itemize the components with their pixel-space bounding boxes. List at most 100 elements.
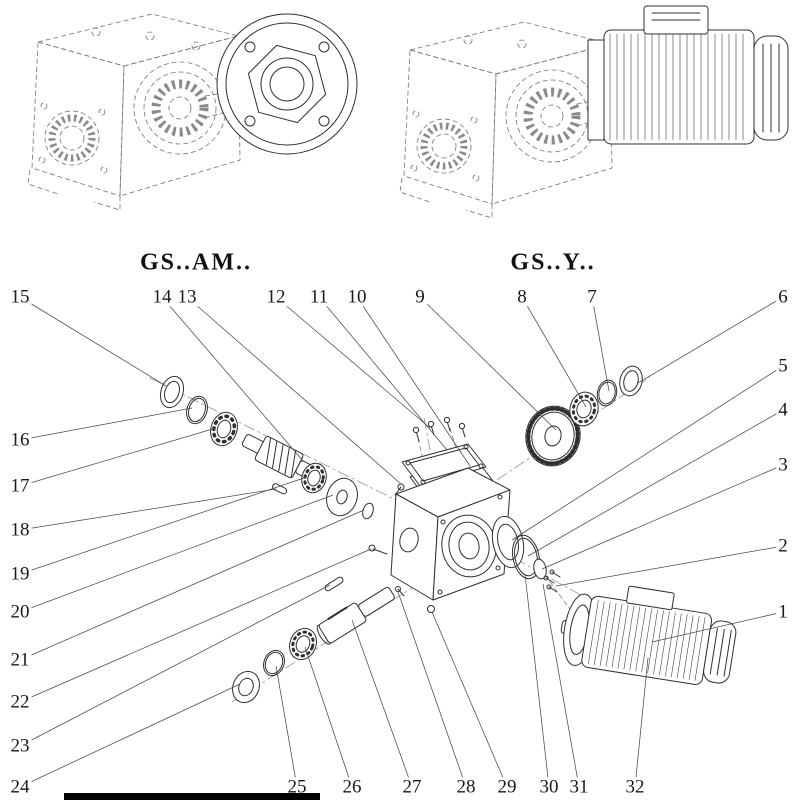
- leader-line-15: [19, 296, 167, 387]
- part-number-16: 16: [8, 429, 32, 451]
- part-number-24: 24: [8, 776, 32, 798]
- part-number-27: 27: [400, 776, 424, 798]
- leader-line-6: [637, 296, 784, 384]
- part-number-15: 15: [8, 286, 32, 308]
- leader-line-13: [186, 296, 402, 485]
- leader-line-9: [419, 296, 557, 431]
- input-spline-icon: [151, 79, 209, 137]
- leader-line-17: [19, 427, 217, 487]
- part-number-1: 1: [776, 601, 790, 623]
- leader-line-23: [19, 584, 331, 747]
- leader-line-4: [527, 409, 784, 557]
- gsam-gearbox-drawing: [27, 13, 358, 211]
- leader-line-29: [431, 611, 508, 788]
- gear-chain-parts: [525, 365, 643, 467]
- leader-line-8: [521, 296, 587, 408]
- oil-seal: [159, 375, 185, 409]
- leader-line-14: [161, 296, 305, 463]
- input-shaft-parts: [159, 375, 374, 520]
- part-number-13: 13: [175, 286, 199, 308]
- leader-lines: [19, 296, 784, 788]
- part-number-32: 32: [623, 776, 647, 798]
- leader-line-27: [351, 619, 413, 788]
- retaining-ring: [596, 379, 618, 407]
- part-number-14: 14: [150, 286, 174, 308]
- output-shaft-parts: [232, 576, 405, 704]
- part-number-30: 30: [537, 776, 561, 798]
- spacer-ring: [362, 502, 374, 520]
- shim-disc: [326, 477, 358, 517]
- gsy-motor: [587, 5, 789, 145]
- part-number-25: 25: [285, 776, 309, 798]
- part-number-2: 2: [776, 535, 790, 557]
- variant-label-gsy: GS..Y..: [510, 249, 596, 276]
- oil-plug: [427, 605, 435, 613]
- leader-line-1: [651, 611, 784, 643]
- worm-gear: [525, 405, 581, 467]
- leader-line-28: [397, 591, 467, 788]
- part-number-9: 9: [413, 286, 427, 308]
- part-number-7: 7: [585, 286, 599, 308]
- gear-housing: [368, 467, 511, 613]
- leader-line-2: [555, 545, 784, 587]
- footer-bar: [64, 793, 320, 800]
- part-number-26: 26: [340, 776, 364, 798]
- output-bore-teeth-icon: [420, 122, 468, 170]
- part-number-28: 28: [454, 776, 478, 798]
- part-number-3: 3: [776, 454, 790, 476]
- input-spline-icon: [523, 87, 581, 145]
- leader-line-32: [634, 657, 649, 788]
- part-number-21: 21: [8, 649, 32, 671]
- gsam-output-flange: [216, 13, 358, 155]
- leader-line-30: [524, 573, 550, 788]
- leader-line-10: [356, 296, 471, 467]
- output-bore-teeth-icon: [48, 114, 96, 162]
- retaining-ring: [186, 395, 208, 425]
- variant-label-gsam: GS..AM..: [140, 249, 252, 276]
- spacer-ring: [533, 558, 547, 580]
- gsy-gearbox-drawing: [399, 21, 613, 219]
- leader-line-21: [19, 509, 365, 661]
- exploded-motor: [560, 585, 737, 686]
- part-number-8: 8: [515, 286, 529, 308]
- part-number-12: 12: [264, 286, 288, 308]
- leader-line-26: [304, 646, 353, 788]
- cover-bolts: [412, 416, 466, 442]
- part-number-11: 11: [307, 286, 331, 308]
- part-number-20: 20: [8, 601, 32, 623]
- part-number-23: 23: [8, 735, 32, 757]
- housing-screw: [368, 544, 376, 552]
- part-number-4: 4: [776, 399, 790, 421]
- bearing: [301, 462, 327, 494]
- inspection-cover: [401, 443, 487, 487]
- bearing: [289, 627, 317, 661]
- shaft-key: [324, 576, 344, 592]
- part-number-18: 18: [8, 519, 32, 541]
- leader-line-7: [591, 296, 610, 392]
- part-number-19: 19: [8, 563, 32, 585]
- leader-line-18: [19, 488, 277, 531]
- part-number-31: 31: [567, 776, 591, 798]
- leader-line-16: [19, 407, 193, 441]
- adapter-flange: [491, 515, 525, 569]
- part-number-5: 5: [776, 355, 790, 377]
- leader-line-22: [19, 548, 372, 703]
- washer: [232, 670, 260, 704]
- output-shaft: [316, 586, 395, 645]
- terminal-box: [626, 585, 675, 611]
- part-number-10: 10: [345, 286, 369, 308]
- leader-line-19: [19, 476, 308, 575]
- part-number-17: 17: [8, 475, 32, 497]
- part-number-6: 6: [776, 286, 790, 308]
- leader-line-31: [542, 583, 580, 788]
- leader-line-11: [318, 296, 448, 451]
- exploded-view: [149, 365, 737, 704]
- part-number-29: 29: [495, 776, 519, 798]
- motor-flange-parts: [491, 515, 573, 613]
- gasket-ring: [511, 534, 541, 580]
- leader-line-25: [275, 665, 298, 788]
- retaining-ring: [263, 649, 285, 677]
- bearing: [210, 411, 238, 447]
- part-number-22: 22: [8, 691, 32, 713]
